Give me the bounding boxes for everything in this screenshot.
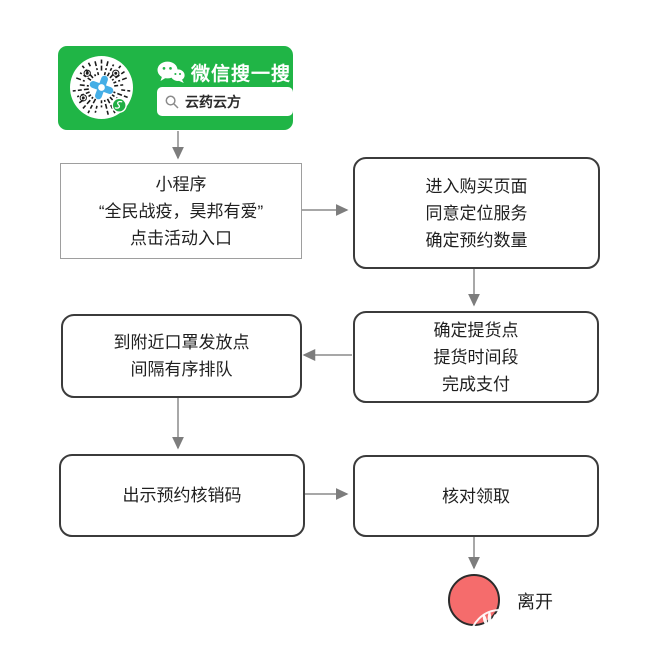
flow-step-purchase-page: 进入购买页面 同意定位服务 确定预约数量 (353, 157, 600, 269)
step-line: 进入购买页面 (425, 176, 528, 196)
step-line: 出示预约核销码 (122, 486, 242, 505)
flow-step-queue-at-site: 到附近口罩发放点 间隔有序排队 (61, 314, 302, 398)
flow-step-pickup-payment: 确定提货点 提货时间段 完成支付 (353, 311, 599, 403)
qr-code-graphic (72, 59, 131, 115)
search-icon (165, 95, 179, 109)
end-node-label: 离开 (517, 592, 553, 612)
wechat-search-brand: 微信搜一搜 (157, 59, 291, 86)
step-line: 同意定位服务 (425, 203, 528, 223)
wechat-logo-icon (157, 61, 185, 83)
flow-step-miniprogram-entry: 小程序 “全民战疫，昊邦有爱” 点击活动入口 (60, 163, 302, 259)
qr-green-badge (111, 97, 127, 113)
step-line: 完成支付 (442, 374, 510, 394)
search-input[interactable]: 云药云方 (157, 87, 293, 116)
step-line: 到附近口罩发放点 (113, 333, 250, 352)
step-line: 小程序 (155, 174, 207, 194)
wechat-search-card: 微信搜一搜 云药云方 (58, 46, 293, 130)
step-line: 确定预约数量 (425, 230, 528, 250)
flow-step-verify-collect: 核对领取 (353, 455, 599, 537)
search-query-text: 云药云方 (185, 93, 241, 110)
step-line: 提货时间段 (433, 347, 519, 367)
end-node-circle (448, 574, 500, 626)
mini-program-qr-code (70, 56, 133, 119)
wechat-search-label: 微信搜一搜 (191, 64, 292, 85)
step-line: “全民战疫，昊邦有爱” (98, 201, 264, 221)
step-line: 核对领取 (442, 486, 510, 506)
step-line: 确定提货点 (433, 320, 519, 340)
qr-marker-icons (79, 69, 120, 102)
step-line: 间隔有序排队 (130, 360, 233, 379)
step-line: 点击活动入口 (130, 228, 232, 248)
qr-center-logo (89, 75, 114, 100)
flow-step-show-code: 出示预约核销码 (59, 454, 305, 537)
